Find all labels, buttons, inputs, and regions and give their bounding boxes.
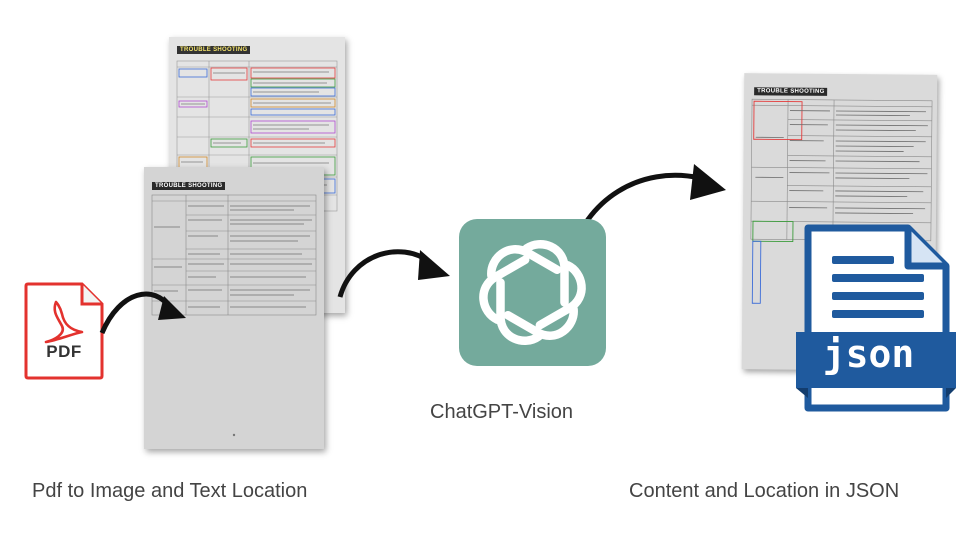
pdf-label: PDF	[46, 342, 82, 361]
document-header: TROUBLE SHOOTING	[177, 46, 251, 54]
document-header: TROUBLE SHOOTING	[152, 182, 226, 190]
pdf-file-icon: PDF	[24, 282, 104, 380]
document-table-lines	[750, 98, 933, 304]
chatgpt-logo	[459, 219, 606, 366]
arrow-image-to-gpt	[337, 249, 432, 298]
left-caption: Pdf to Image and Text Location	[32, 480, 308, 502]
openai-knot-icon	[479, 240, 586, 345]
json-label: json	[822, 332, 915, 376]
json-file-icon: json	[796, 222, 960, 418]
chatgpt-vision-caption: ChatGPT-Vision	[430, 401, 574, 423]
document-table-lines	[151, 194, 317, 437]
output-annotated-document: TROUBLE SHOOTING	[741, 73, 938, 371]
right-caption: Content and Location in JSON	[629, 480, 900, 502]
